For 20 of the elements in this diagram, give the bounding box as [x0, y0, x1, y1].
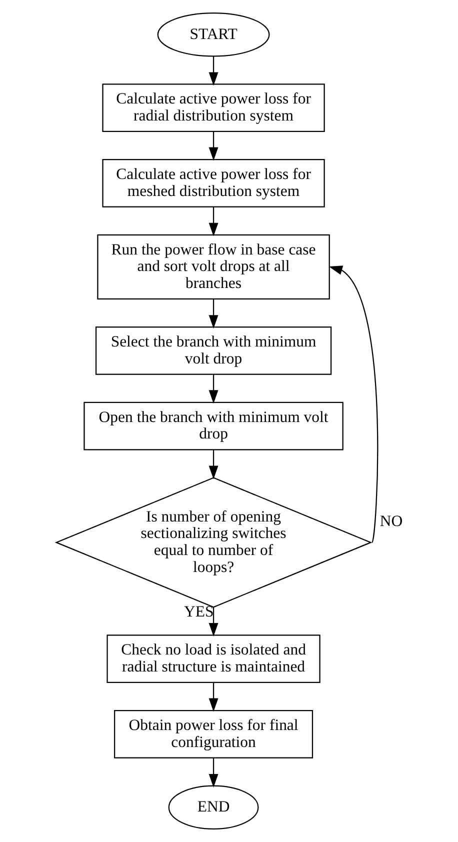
arrow	[208, 450, 218, 480]
node-box: Obtain power loss for final configuration	[114, 710, 313, 758]
node-box: Open the branch with minimum volt drop	[83, 402, 343, 450]
node-box: Select the branch with minimum volt drop	[94, 326, 332, 375]
arrow	[208, 682, 218, 712]
node-box: Run the power flow in base case and sort volt drops at all branches	[96, 234, 330, 300]
arrow	[208, 607, 218, 636]
node-box: Calculate active power loss for radial distribution system	[102, 84, 324, 132]
arrow	[208, 299, 218, 329]
node-box: Calculate active power loss for meshed distribution system	[102, 159, 324, 208]
node-box: Check no load is isolated and radial structure is maintained	[106, 634, 320, 684]
node-ellipse: END	[168, 785, 258, 830]
arrow	[208, 758, 218, 788]
arrow	[208, 374, 218, 404]
arrow	[208, 56, 218, 86]
edge-label: NO	[379, 513, 402, 530]
arrow	[208, 132, 218, 161]
node-ellipse: START	[156, 12, 270, 57]
arrow	[208, 207, 218, 236]
arrow	[328, 266, 378, 543]
